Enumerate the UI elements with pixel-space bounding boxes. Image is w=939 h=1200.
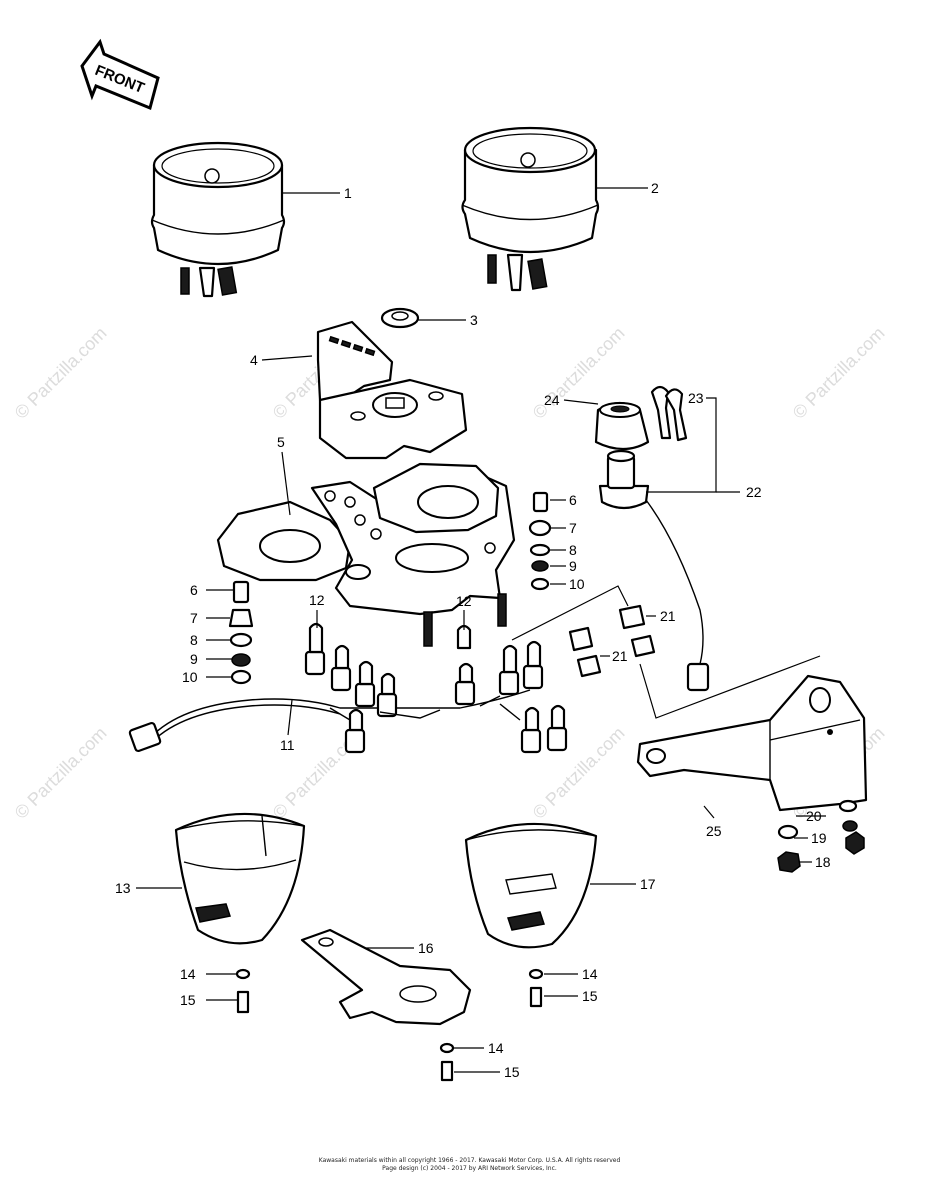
key-icon	[650, 385, 688, 442]
fastener-stack-right	[528, 491, 552, 591]
callout-9: 9	[190, 651, 198, 667]
grommets	[568, 604, 656, 678]
callout-3: 3	[470, 312, 478, 328]
callout-labels: 1 2 3 4 5 6 7 8 9 10 6 7 8 9 10 11 12 12…	[115, 180, 831, 1080]
tachometer	[461, 126, 600, 292]
nuts-washers	[777, 799, 865, 873]
callout-5: 5	[277, 434, 285, 450]
callout-19: 19	[811, 830, 827, 846]
copyright-line: Kawasaki materials within all copyright …	[318, 1157, 621, 1164]
meter-bracket	[216, 462, 516, 647]
screws	[235, 968, 544, 1082]
callout-23: 23	[688, 390, 704, 406]
callout-7: 7	[190, 610, 198, 626]
callout-2: 2	[651, 180, 659, 196]
callout-17: 17	[640, 876, 656, 892]
callout-11: 11	[280, 737, 295, 753]
callout-14: 14	[582, 966, 598, 982]
callout-10: 10	[182, 669, 198, 685]
callout-18: 18	[815, 854, 831, 870]
speedometer	[150, 141, 286, 298]
callout-14: 14	[180, 966, 196, 982]
callout-15: 15	[180, 992, 196, 1008]
callout-22: 22	[746, 484, 762, 500]
copyright-footer: Kawasaki materials within all copyright …	[0, 1157, 939, 1173]
callout-6: 6	[190, 582, 198, 598]
callout-14: 14	[488, 1040, 504, 1056]
indicator-panel	[316, 320, 468, 460]
watermark-text: © Partzilla.com	[11, 323, 111, 423]
callout-21: 21	[660, 608, 676, 624]
callout-25: 25	[706, 823, 722, 839]
callout-21: 21	[612, 648, 628, 664]
stay-bracket	[300, 928, 472, 1026]
callout-1: 1	[344, 185, 352, 201]
wiring-harness	[128, 622, 568, 754]
callout-12: 12	[456, 593, 472, 609]
ignition-switch	[598, 449, 710, 692]
watermark-text: © Partzilla.com	[11, 723, 111, 823]
watermark-text: © Partzilla.com	[529, 723, 629, 823]
callout-16: 16	[418, 940, 434, 956]
bulb-socket-icon	[304, 622, 568, 754]
callout-20: 20	[806, 808, 822, 824]
fastener-stack-left	[228, 580, 254, 685]
callout-15: 15	[504, 1064, 520, 1080]
callout-9: 9	[569, 558, 577, 574]
leader-lines	[136, 187, 826, 1073]
callout-13: 13	[115, 880, 131, 896]
page-design-line: Page design (c) 2004 - 2017 by ARI Netwo…	[382, 1165, 557, 1172]
callout-15: 15	[582, 988, 598, 1004]
switch-bracket	[636, 674, 868, 812]
callout-24: 24	[544, 392, 560, 408]
callout-8: 8	[190, 632, 198, 648]
watermark-text: © Partzilla.com	[789, 323, 889, 423]
callout-10: 10	[569, 576, 585, 592]
right-meter-cover	[464, 822, 598, 949]
callout-12: 12	[309, 592, 325, 608]
callout-6: 6	[569, 492, 577, 508]
ignition-cover	[594, 401, 650, 451]
callout-8: 8	[569, 542, 577, 558]
callout-4: 4	[250, 352, 258, 368]
grommet	[380, 307, 420, 329]
front-arrow-icon: FRONT	[80, 38, 160, 111]
left-meter-cover	[174, 812, 306, 945]
callout-7: 7	[569, 520, 577, 536]
